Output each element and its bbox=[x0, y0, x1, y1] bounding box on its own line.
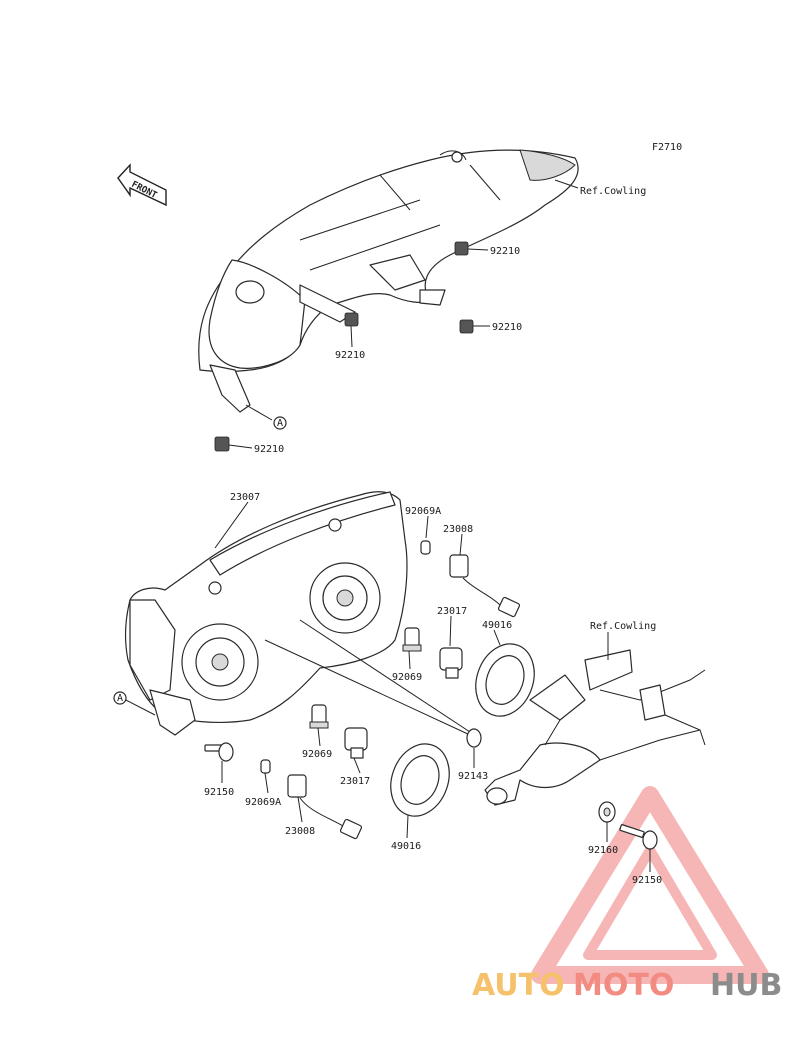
bulb-92069a-top-part bbox=[420, 540, 431, 555]
socket-23008-bottom-label: 23008 bbox=[285, 826, 315, 837]
clip-label-1: 92210 bbox=[490, 246, 520, 257]
front-arrow-icon: FRONT bbox=[117, 163, 167, 207]
socket-23017-bottom-label: 23017 bbox=[340, 776, 370, 787]
headlight-assy-label: 23007 bbox=[230, 492, 260, 503]
watermark-part-2: MOTO bbox=[573, 968, 674, 1003]
socket-23017-top-label: 23017 bbox=[437, 606, 467, 617]
cover-49016-bottom-part bbox=[390, 743, 450, 817]
bolt-92150-right-label: 92150 bbox=[632, 875, 662, 886]
bulb-92069-bottom-label: 92069 bbox=[302, 749, 332, 760]
watermark-logo: AUTO MOTO HUB bbox=[472, 968, 782, 1003]
clip-92210-3 bbox=[344, 312, 359, 327]
clip-label-2: 92210 bbox=[492, 322, 522, 333]
bulb-92069-top-part bbox=[402, 627, 422, 652]
watermark-part-3: HUB bbox=[710, 968, 782, 1003]
bolt-92150-left-label: 92150 bbox=[204, 787, 234, 798]
diagram-code: F2710 bbox=[652, 142, 682, 153]
ref-cowling-top-label: Ref.Cowling bbox=[580, 186, 646, 197]
socket-23008-top-part bbox=[449, 554, 521, 618]
clip-92210-1 bbox=[454, 241, 469, 256]
clip-label-3: 92210 bbox=[335, 350, 365, 361]
clip-92210-2 bbox=[459, 319, 474, 334]
bulb-92069-bottom-part bbox=[309, 704, 329, 729]
headlight-bracket-part bbox=[484, 649, 706, 806]
callout-a-bottom: A bbox=[117, 693, 123, 704]
socket-23008-top-label: 23008 bbox=[443, 524, 473, 535]
collar-92160-part bbox=[598, 801, 616, 823]
headlight-assembly-part bbox=[124, 491, 471, 736]
inner-cowling-part bbox=[198, 149, 579, 413]
socket-23017-bottom-part bbox=[344, 727, 368, 759]
callout-a-circle-top bbox=[273, 416, 287, 430]
callout-a-circle-bottom bbox=[113, 691, 127, 705]
grommet-92143-label: 92143 bbox=[458, 771, 488, 782]
socket-23008-bottom-part bbox=[287, 774, 363, 840]
cover-49016-top-label: 49016 bbox=[482, 620, 512, 631]
bulb-92069-top-label: 92069 bbox=[392, 672, 422, 683]
ref-cowling-mid-label: Ref.Cowling bbox=[590, 621, 656, 632]
bulb-92069a-bottom-part bbox=[260, 759, 271, 774]
socket-23017-top-part bbox=[439, 647, 463, 679]
watermark-part-1: AUTO bbox=[472, 968, 565, 1003]
cover-49016-top-part bbox=[475, 643, 535, 717]
clip-label-4: 92210 bbox=[254, 444, 284, 455]
bulb-92069a-bottom-label: 92069A bbox=[245, 797, 281, 808]
clip-92210-4 bbox=[214, 436, 230, 452]
cover-49016-bottom-label: 49016 bbox=[391, 841, 421, 852]
watermark-triangle-icon bbox=[531, 786, 769, 984]
grommet-92143-part bbox=[466, 728, 482, 748]
collar-92160-label: 92160 bbox=[588, 845, 618, 856]
bolt-92150-left-part bbox=[204, 742, 234, 762]
bulb-92069a-top-label: 92069A bbox=[405, 506, 441, 517]
callout-a-top: A bbox=[277, 418, 283, 429]
